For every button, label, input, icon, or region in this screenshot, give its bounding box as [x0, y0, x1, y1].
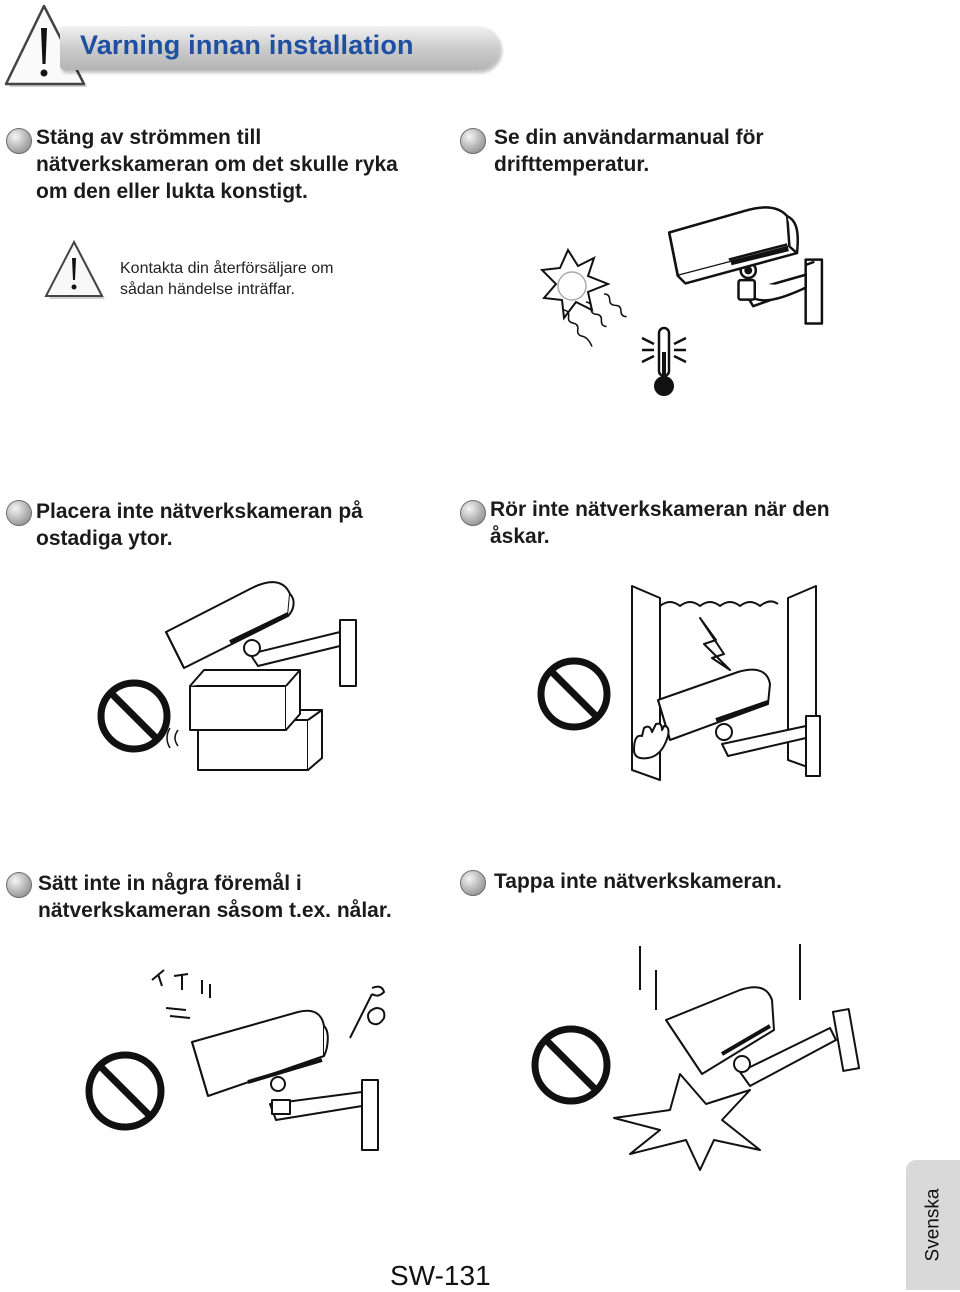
prohibited-icon	[96, 678, 172, 754]
header-bar	[60, 26, 500, 70]
prohibited-icon	[84, 1050, 166, 1132]
language-tab-label: Svenska	[922, 1188, 943, 1262]
page-number: SW-131	[390, 1260, 491, 1291]
bullet-icon	[460, 870, 486, 896]
prohibited-icon	[536, 656, 612, 732]
prohibited-icon	[530, 1024, 612, 1106]
sun-icon	[536, 244, 616, 324]
page-title: Varning innan installation	[80, 30, 414, 60]
bullet-icon	[6, 128, 32, 154]
falling-camera-illustration	[610, 944, 870, 1170]
caution-triangle-icon	[44, 238, 105, 299]
heat-waves-icon	[560, 290, 640, 360]
bullet-icon	[460, 128, 486, 154]
language-tab	[906, 1160, 960, 1290]
thermometer-icon	[640, 324, 690, 396]
bullet-icon	[460, 500, 486, 526]
bullet-icon	[6, 872, 32, 898]
bullet-icon	[6, 500, 32, 526]
pins-illustration	[146, 968, 416, 1118]
camera-illustration	[188, 1000, 388, 1160]
warning-item-drop: Tappa inte nätverkskameran.	[494, 870, 782, 893]
camera-illustration	[660, 200, 830, 336]
camera-on-boxes-illustration	[160, 570, 370, 780]
lightning-window-illustration	[620, 580, 830, 790]
